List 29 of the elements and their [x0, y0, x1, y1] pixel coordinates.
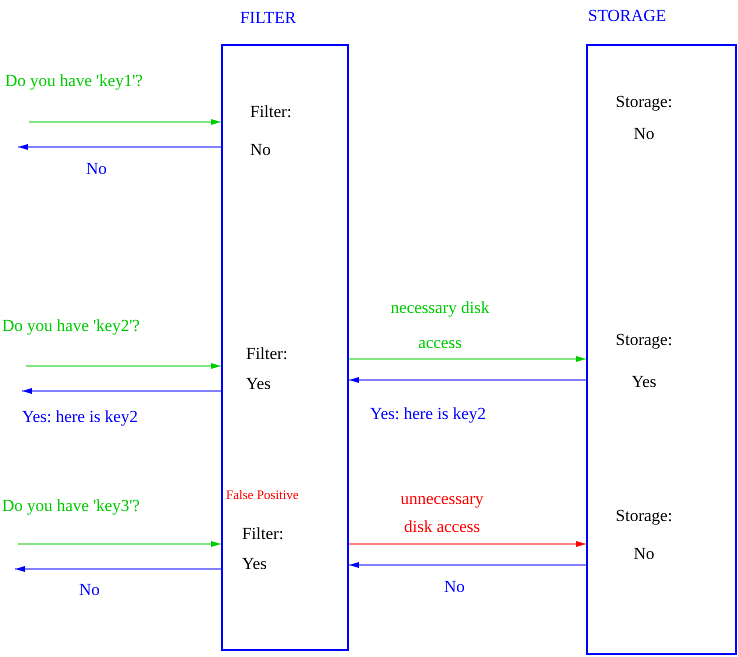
arrow	[348, 541, 586, 547]
arrow	[18, 144, 222, 150]
status-text: Storage: No	[614, 505, 674, 565]
edge-label: Yes: here is key2	[370, 404, 486, 424]
arrow	[26, 363, 222, 369]
arrow	[348, 356, 586, 362]
arrow	[28, 119, 222, 125]
edge-label: necessary disk access	[390, 297, 490, 354]
edge-label: Do you have 'key2'?	[2, 316, 140, 336]
arrow	[348, 562, 586, 568]
column-heading: FILTER	[240, 8, 296, 28]
arrow	[22, 388, 222, 394]
arrow	[14, 566, 222, 572]
status-text: Filter: Yes	[242, 523, 285, 575]
status-text: Storage: Yes	[614, 329, 674, 393]
arrow	[18, 541, 222, 547]
edge-label: unnecessary disk access	[399, 488, 485, 538]
arrow	[348, 377, 586, 383]
edge-label: Do you have 'key1'?	[5, 71, 143, 91]
edge-label: Yes: here is key2	[22, 407, 138, 427]
edge-label: No	[86, 159, 107, 179]
edge-label: No	[79, 580, 100, 600]
warning-note: False Positive	[226, 487, 299, 503]
status-text: Filter: No	[250, 101, 293, 161]
edge-label: No	[444, 577, 465, 597]
column-heading: STORAGE	[588, 6, 666, 26]
status-text: Filter: Yes	[246, 343, 289, 395]
edge-label: Do you have 'key3'?	[2, 496, 140, 516]
status-text: Storage: No	[614, 91, 674, 145]
